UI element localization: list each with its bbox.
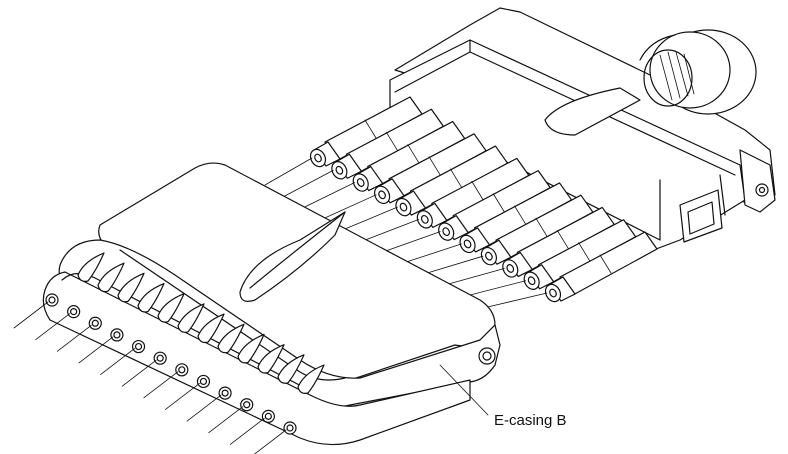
contact-pin <box>544 231 658 303</box>
front-hole <box>88 316 102 330</box>
contact-pin <box>374 133 487 205</box>
teardrop-socket <box>297 364 325 394</box>
teardrop-socket <box>137 282 165 313</box>
lead-wire <box>208 406 244 434</box>
front-hole <box>175 363 189 377</box>
wire <box>360 218 420 243</box>
lead-wire <box>78 336 114 364</box>
contact-pin <box>523 219 637 290</box>
wire <box>379 231 441 254</box>
bayonet-coupling <box>639 29 757 115</box>
lead-wire <box>56 324 92 352</box>
wire <box>264 157 313 186</box>
front-hole <box>153 351 167 365</box>
front-hole <box>131 339 146 354</box>
front-hole <box>240 398 254 412</box>
teardrop-socket <box>237 333 265 364</box>
teardrop-socket <box>277 354 305 384</box>
wire <box>340 206 398 231</box>
contact-pin <box>331 108 444 180</box>
wire <box>398 243 462 265</box>
wire <box>302 182 356 209</box>
front-hole <box>283 421 297 435</box>
teardrop-socket <box>117 272 145 303</box>
e-casing-b <box>42 162 501 446</box>
contact-pin <box>352 120 466 192</box>
lead-wire <box>121 359 157 387</box>
teardrop-socket <box>197 313 225 344</box>
contact-pin <box>502 206 615 278</box>
teardrop-socket <box>97 262 125 293</box>
lead-wire <box>229 417 265 445</box>
lead-wire <box>35 313 71 341</box>
lead-wire <box>143 371 179 399</box>
contact-pins <box>309 96 658 303</box>
teardrop-socket <box>177 303 205 333</box>
contact-pin <box>416 157 530 229</box>
front-hole <box>261 409 275 423</box>
front-face-sockets <box>13 252 325 454</box>
lead-wire <box>100 348 135 375</box>
casing-label: E-casing B <box>494 412 567 429</box>
flange-hole <box>755 183 769 197</box>
teardrop-socket <box>217 323 245 354</box>
wire <box>283 169 334 197</box>
casing-callout: E-casing B <box>439 364 567 429</box>
front-hole <box>110 328 124 342</box>
wire <box>321 194 377 220</box>
contact-pin <box>309 96 423 168</box>
lead-wire <box>165 383 200 410</box>
front-hole <box>45 293 59 307</box>
lead-wire <box>253 429 287 454</box>
teardrop-socket <box>257 344 285 374</box>
lead-wire <box>13 301 49 329</box>
teardrop-socket <box>157 293 185 323</box>
front-hole <box>67 305 81 319</box>
casing-screw-hole <box>478 347 496 365</box>
front-hole <box>218 386 232 400</box>
teardrop-socket <box>77 252 105 282</box>
lead-wire <box>186 394 222 422</box>
front-hole <box>196 374 211 389</box>
